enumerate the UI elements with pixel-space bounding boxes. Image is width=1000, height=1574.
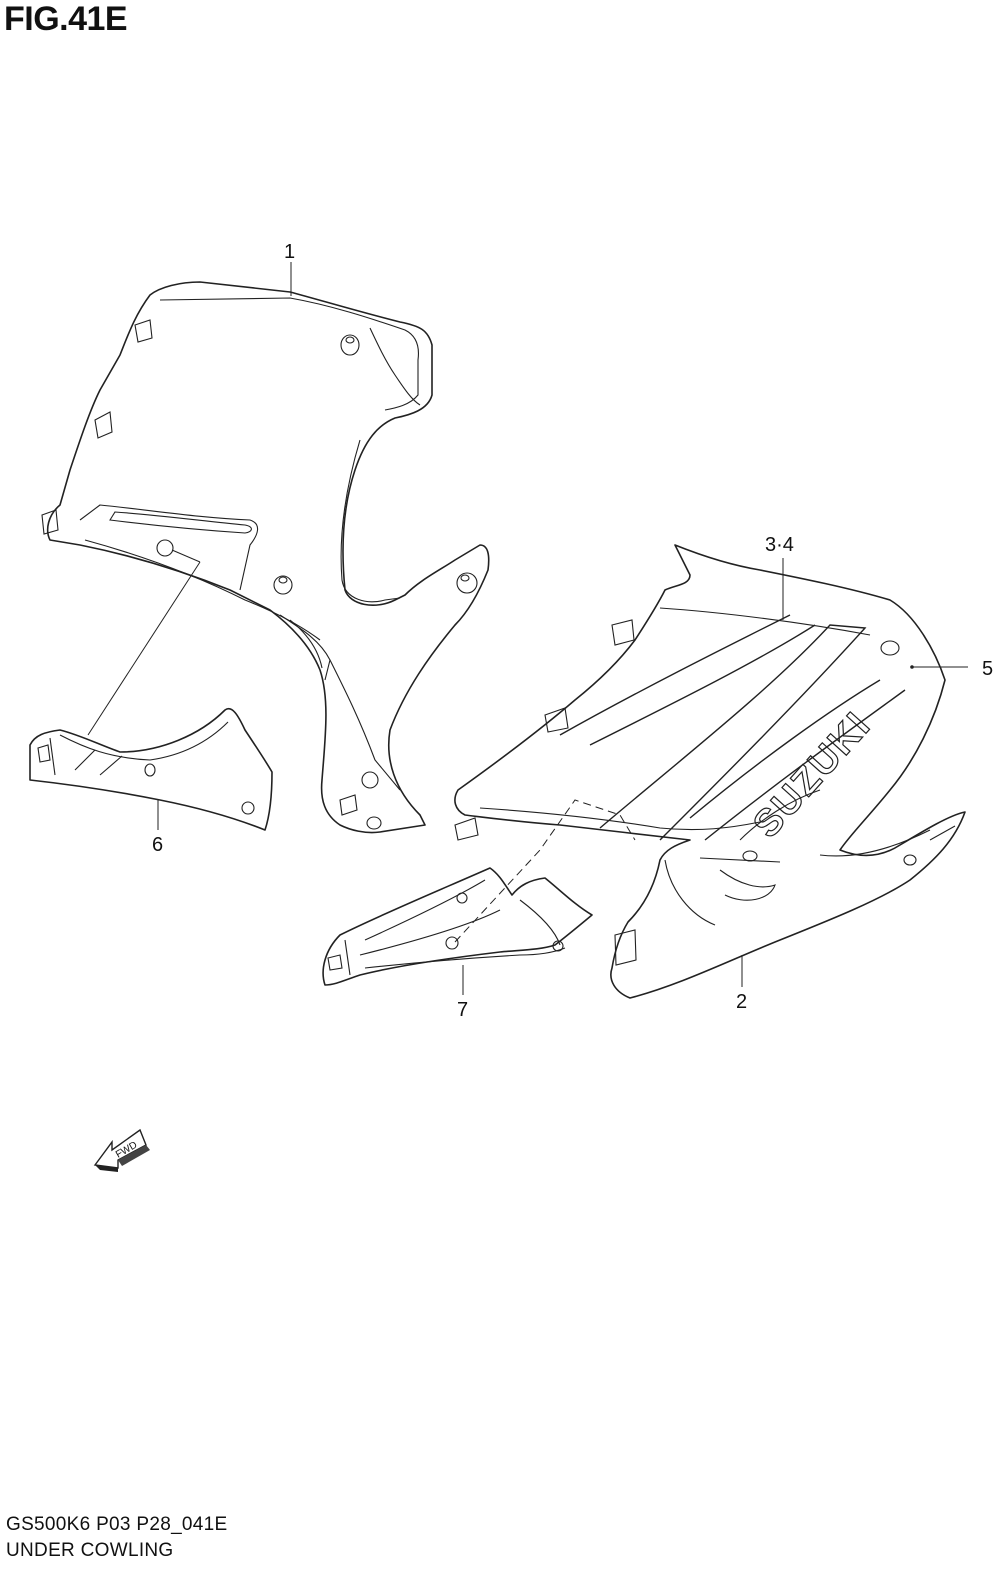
part-6-small-panel[interactable] <box>29 708 273 831</box>
callout-1: 1 <box>284 241 295 263</box>
part-1-inner-panel[interactable] <box>41 281 490 834</box>
assembly-line-1-6 <box>87 561 201 736</box>
forward-arrow-icon: FWD <box>93 1128 150 1172</box>
callout-5: 5 <box>982 658 993 680</box>
callout-6: 6 <box>152 834 163 856</box>
figure-title: FIG.41E <box>4 0 128 38</box>
part-2-under-cowling[interactable]: SUZUKI <box>454 544 966 999</box>
assembly-line-7-2 <box>454 799 636 943</box>
callout-2: 2 <box>736 991 747 1013</box>
callout-7: 7 <box>457 999 468 1021</box>
footer-figure-code: GS500K6 P03 P28_041E <box>6 1514 228 1535</box>
suzuki-decal-text: SUZUKI <box>745 704 879 846</box>
footer-section-name: UNDER COWLING <box>6 1540 174 1561</box>
part-7-lower-panel[interactable] <box>322 867 593 986</box>
callout-3-4: 3·4 <box>765 534 794 556</box>
assembly-line-1-6b <box>171 549 201 563</box>
